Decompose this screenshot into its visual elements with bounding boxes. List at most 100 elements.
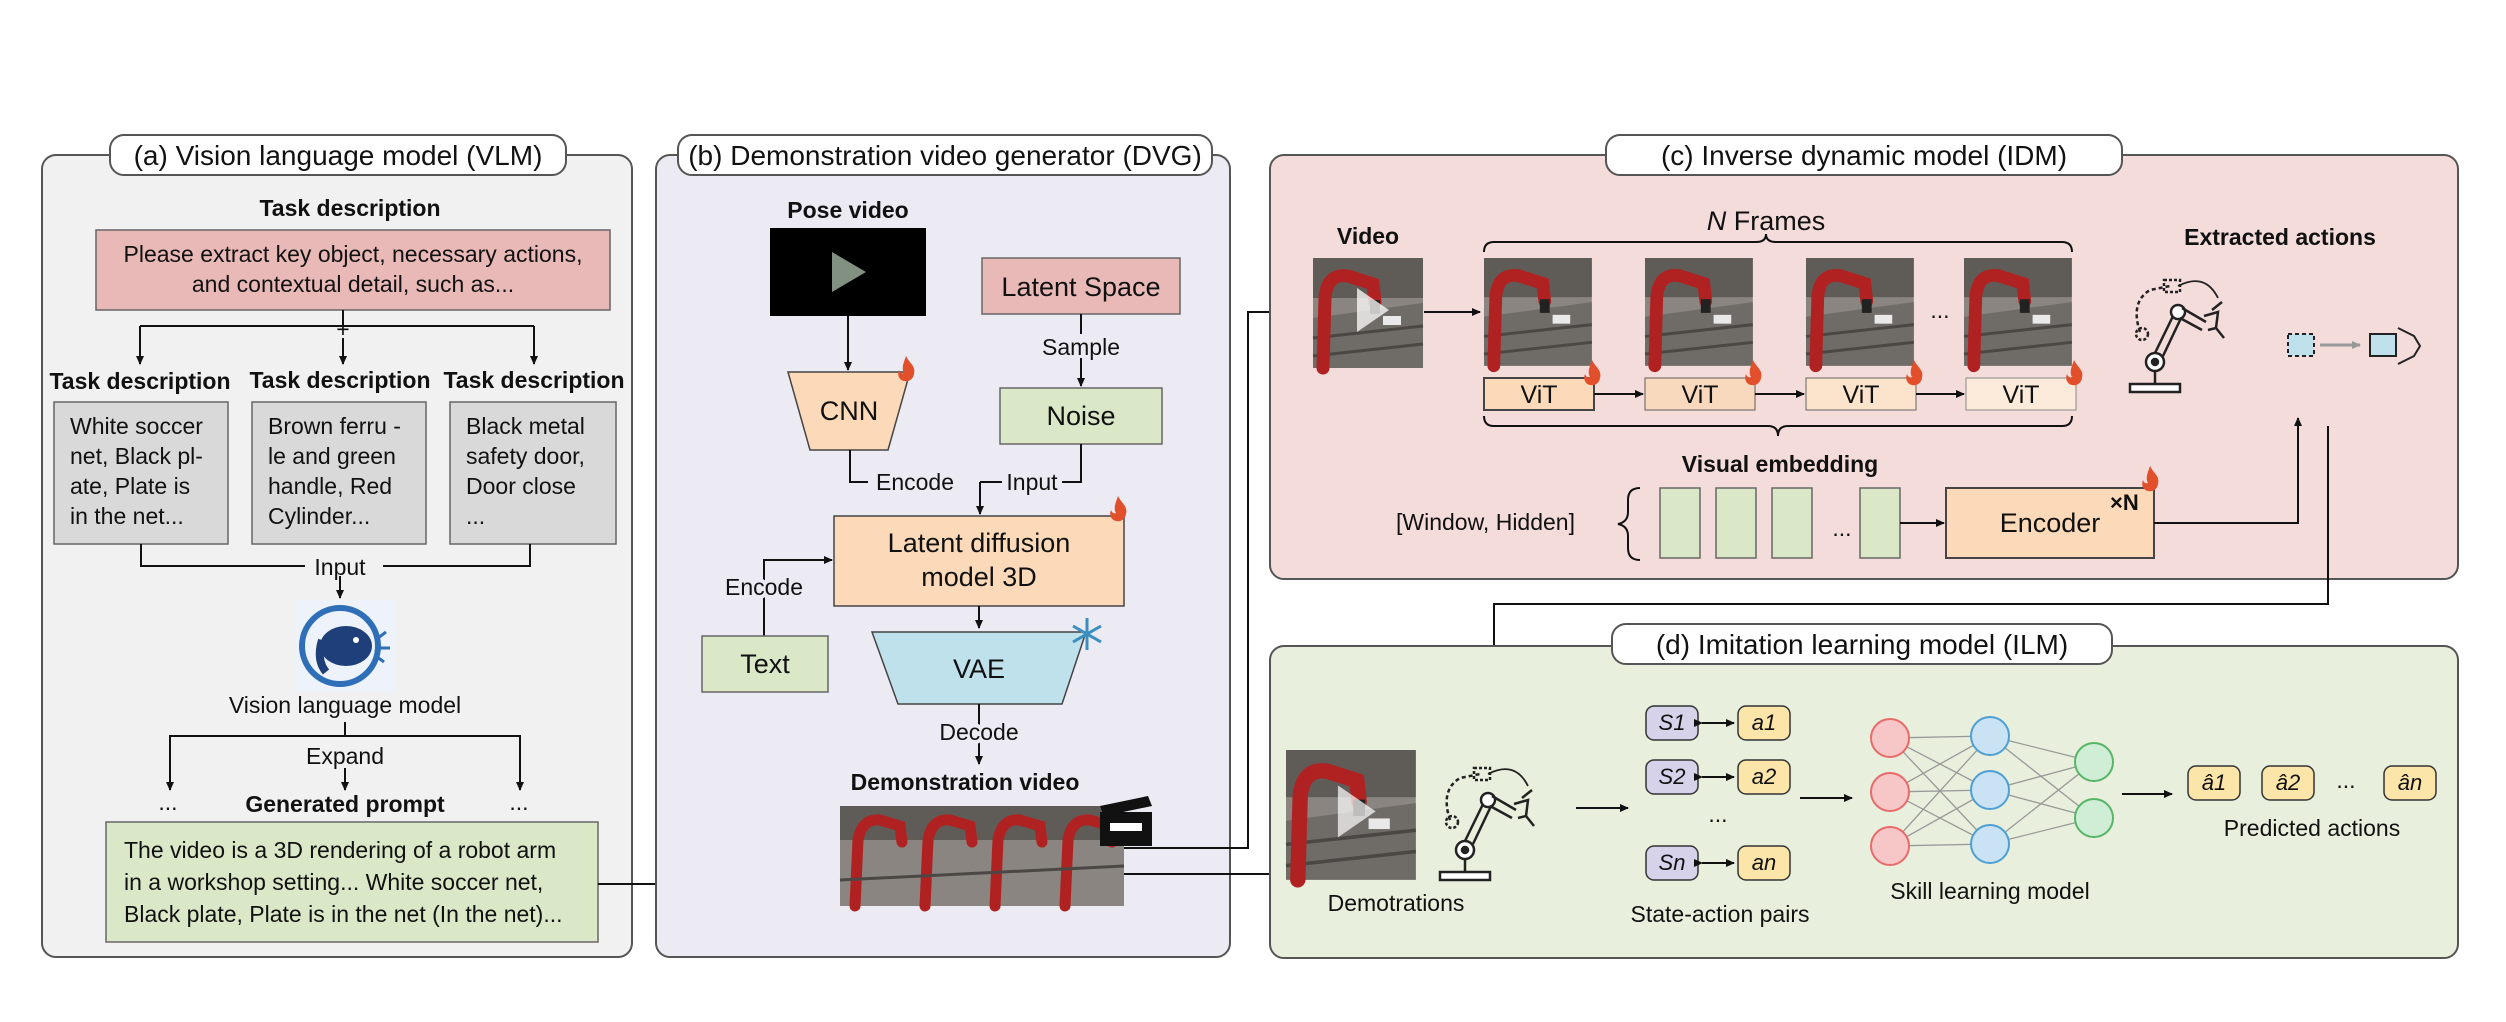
subtask-heading-3: Task description (443, 367, 624, 393)
panel-dvg: (b) Demonstration video generator (DVG) … (655, 134, 1231, 958)
dvg-title-pill (677, 134, 1213, 176)
frame-3 (1806, 258, 1914, 366)
task-box-2-line-4: Cylinder... (268, 503, 370, 529)
demonstration-thumbnail (1286, 750, 1416, 880)
ellipsis-right: ... (509, 789, 528, 815)
idm-title-pill (1605, 134, 2123, 176)
predicted-action-n-box (2383, 765, 2437, 801)
cnn-trapezoid (787, 371, 911, 451)
panel-ilm: (d) Imitation learning model (ILM) Demot… (1269, 623, 2459, 959)
task-box-1-line-4: in the net... (70, 503, 184, 529)
pose-video-thumbnail (770, 228, 926, 316)
action-transform-icon (2287, 327, 2422, 365)
predicted-action-2-label: â2 (2276, 770, 2300, 795)
n-frames-label: N Frames (1707, 206, 1826, 236)
predicted-action-1-label: â1 (2202, 770, 2226, 795)
frozen-snowflake-icon (1072, 618, 1102, 650)
predicted-action-2-box (2261, 765, 2315, 801)
predicted-ellipsis: ... (2336, 767, 2355, 793)
predicted-action-n-label: ân (2398, 770, 2422, 795)
generated-prompt-line-2: in a workshop setting... White soccer ne… (124, 869, 543, 895)
demonstrations-label: Demotrations (1328, 890, 1465, 916)
latent-space-box (981, 257, 1181, 315)
task-box-2-line-1: Brown ferru - (268, 413, 401, 439)
frame-ellipsis: ... (1930, 297, 1949, 323)
latent-space-label: Latent Space (1001, 272, 1160, 302)
input-label-dvg: Input (1006, 469, 1058, 495)
task-box-3-line-1: Black metal (466, 413, 585, 439)
predicted-action-1-box (2187, 765, 2241, 801)
task-box-1-line-2: net, Black pl- (70, 443, 203, 469)
action-2-label: a2 (1752, 764, 1776, 789)
encode-text-label: Encode (725, 574, 803, 600)
panel-idm: (c) Inverse dynamic model (IDM) Video N … (1269, 134, 2459, 580)
task-box-3-line-4: ... (466, 503, 485, 529)
idm-video-label: Video (1337, 223, 1399, 249)
pair-ellipsis: ... (1708, 801, 1727, 827)
action-1-box (1737, 705, 1791, 741)
task-description-heading: Task description (259, 195, 440, 221)
vlm-title: (a) Vision language model (VLM) (134, 140, 543, 171)
state-action-pairs-label: State-action pairs (1631, 901, 1810, 927)
vlm-title-pill (109, 134, 567, 176)
encode-label: Encode (876, 469, 954, 495)
pose-video-label: Pose video (787, 197, 908, 223)
vit-box-4 (1965, 377, 2077, 411)
encoder-box (1945, 487, 2155, 559)
visual-embedding-label: Visual embedding (1682, 451, 1878, 477)
task-box-1-line-3: ate, Plate is (70, 473, 190, 499)
task-box-3 (449, 401, 617, 545)
vit-label-1: ViT (1520, 381, 1557, 409)
task-prompt-line-2: and contextual detail, such as... (192, 271, 514, 297)
task-box-2 (251, 401, 427, 545)
task-box-1 (53, 401, 229, 545)
task-box-2-line-2: le and green (268, 443, 396, 469)
vlm-model-label: Vision language model (229, 692, 461, 718)
noise-label: Noise (1046, 401, 1115, 431)
demonstration-video-strip (839, 806, 1125, 912)
action-2-box (1737, 759, 1791, 795)
action-1-label: a1 (1752, 710, 1776, 735)
vae-trapezoid (870, 631, 1088, 705)
state-1-label: S1 (1659, 710, 1686, 735)
vae-label: VAE (953, 654, 1005, 684)
clapperboard-icon (1100, 796, 1152, 846)
expand-label: Expand (306, 743, 384, 769)
generated-prompt-line-3: Black plate, Plate is in the net (In the… (124, 901, 563, 927)
encoder-label: Encoder (2000, 508, 2101, 538)
ilm-title: (d) Imitation learning model (ILM) (1656, 629, 2068, 660)
skill-network (1870, 716, 2114, 866)
task-prompt-box (95, 229, 611, 311)
embedding-ellipsis: ... (1832, 515, 1851, 541)
idm-title: (c) Inverse dynamic model (IDM) (1661, 140, 2067, 171)
extracted-actions-label: Extracted actions (2184, 224, 2376, 250)
input-label-vlm: Input (314, 554, 366, 580)
window-hidden-label: [Window, Hidden] (1396, 509, 1575, 535)
frame-2 (1645, 258, 1753, 366)
text-box (701, 635, 829, 693)
embedding-block-2 (1715, 487, 1757, 559)
panel-vlm: (a) Vision language model (VLM) Task des… (41, 134, 633, 958)
embedding-brace (1617, 487, 1641, 561)
subtask-heading-2: Task description (249, 367, 430, 393)
state-n-label: Sn (1659, 850, 1686, 875)
ilm-title-pill (1611, 623, 2113, 665)
embedding-block-3 (1771, 487, 1813, 559)
demonstration-video-label: Demonstration video (851, 769, 1080, 795)
predicted-actions-label: Predicted actions (2224, 815, 2400, 841)
cnn-label: CNN (820, 396, 879, 426)
task-box-3-line-2: safety door, (466, 443, 585, 469)
state-2-label: S2 (1659, 764, 1686, 789)
embedding-block-4 (1859, 487, 1901, 559)
frame-1 (1484, 258, 1592, 366)
skill-learning-model-label: Skill learning model (1890, 878, 2089, 904)
encoder-times-n: ×N (2110, 490, 2139, 515)
task-prompt-line-1: Please extract key object, necessary act… (124, 241, 583, 267)
vit-label-3: ViT (1842, 381, 1879, 409)
ellipsis-left: ... (158, 789, 177, 815)
ldm-label-line-2: model 3D (921, 562, 1037, 592)
text-label: Text (740, 649, 790, 679)
decode-label: Decode (939, 719, 1018, 745)
task-box-2-line-3: handle, Red (268, 473, 392, 499)
